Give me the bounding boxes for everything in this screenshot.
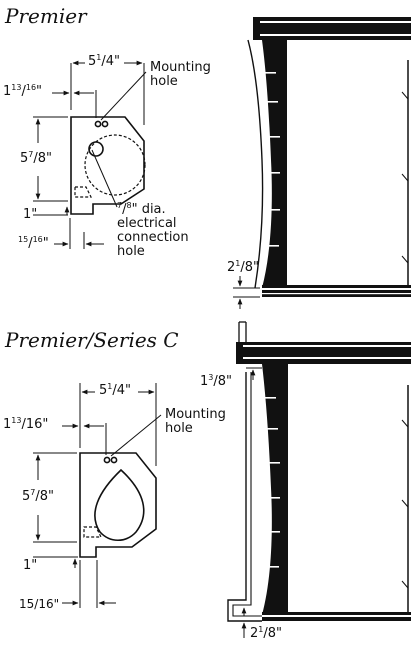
section-title-premier: Premier: [5, 4, 87, 28]
dim-bottom-gap-c: 1": [23, 558, 38, 573]
plug-outline: [74, 186, 92, 198]
dim-top-gap-c: 13/8": [200, 373, 233, 389]
dim-screen-bottom: 21/8": [227, 259, 260, 275]
dim-top-width-c: 51/4": [99, 382, 132, 398]
screen-border-left: [262, 364, 288, 615]
mounting-hole-circle: [103, 456, 111, 464]
bracket-outline: [70, 116, 145, 215]
screen-border-bottom: [262, 612, 411, 615]
screen-edge-curve: [247, 39, 264, 289]
electrical-hole-label: 7/8" dia. electrical connection hole: [117, 201, 189, 259]
section-title-series-c: Premier/Series C: [5, 328, 179, 352]
mounting-hole-circle: [94, 120, 102, 128]
mounting-hole-circle-2: [110, 456, 118, 464]
premier-dimension-lines: [33, 60, 147, 249]
dim-height-c: 57/8": [22, 488, 55, 504]
series-c-screen: [227, 321, 411, 638]
dim-bottom-offset-c: 15/16": [19, 597, 60, 611]
dim-bottom-gap: 1": [23, 207, 38, 222]
dim-left-offset: 113/16": [3, 83, 43, 99]
dim-height: 57/8": [20, 150, 53, 166]
plug-outline: [83, 526, 102, 538]
dim-top-width: 51/4": [88, 53, 121, 69]
dim-screen-bottom-c: 21/8": [250, 625, 283, 641]
series-c-bracket: [79, 452, 157, 558]
dim-left-offset-c: 113/16": [3, 416, 49, 432]
mounting-hole-label: Mounting hole: [150, 60, 211, 89]
premier-bracket: [70, 116, 146, 215]
bracket-outline: [79, 452, 157, 558]
screen-border-bottom: [262, 285, 411, 288]
premier-screen: [233, 17, 411, 309]
dim-bottom-offset: 15/16": [18, 235, 49, 251]
screen-border-left: [262, 40, 287, 288]
mounting-hole-label-c: Mounting hole: [165, 407, 226, 436]
motor-circle: [84, 134, 146, 196]
small-circle: [88, 141, 104, 157]
case-top: [253, 17, 411, 40]
teardrop-cutout: [94, 468, 145, 542]
mounting-hole-circle-2: [101, 120, 109, 128]
series-c-dimension-lines: [33, 383, 162, 608]
